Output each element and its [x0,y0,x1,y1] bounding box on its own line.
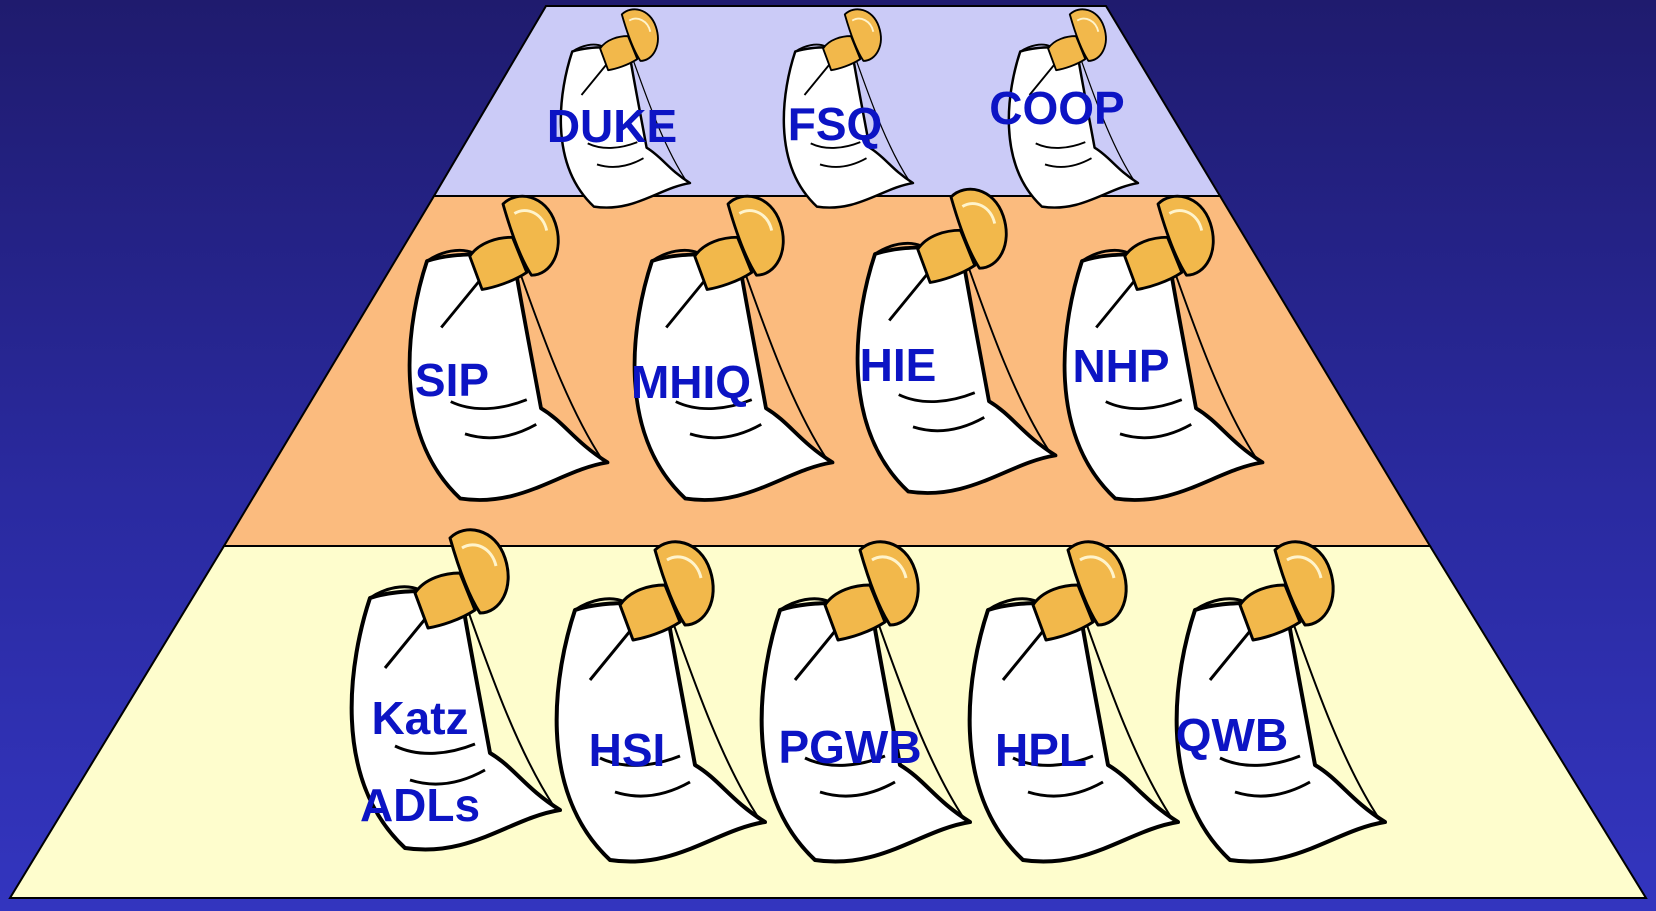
note-label-pgwb: PGWB [778,721,921,773]
note-label-fsq: FSQ [788,98,883,150]
note-label-katz: Katz [371,692,468,744]
note-label-hie: HIE [860,339,937,391]
note-label-hsi: HSI [589,724,666,776]
note-label-coop: COOP [989,82,1124,134]
note-label-adls: ADLs [360,779,480,831]
note-label-hpl: HPL [995,724,1087,776]
note-label-nhp: NHP [1072,340,1169,392]
note-label-qwb: QWB [1176,709,1288,761]
note-label-mhiq: MHIQ [631,356,751,408]
note-label-sip: SIP [415,354,489,406]
tier-middle-band [224,196,1430,546]
note-label-duke: DUKE [547,100,677,152]
